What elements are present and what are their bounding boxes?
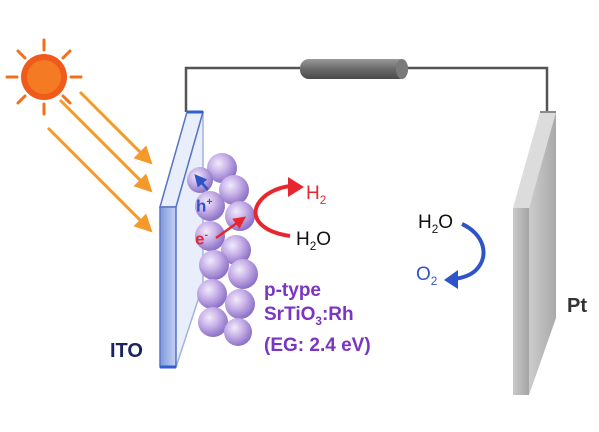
- particle-sphere: [207, 153, 237, 183]
- anode-water-label: H2O: [418, 212, 454, 236]
- electron-arrow: [215, 216, 247, 240]
- pt-label: Pt: [567, 295, 587, 317]
- oxygen-arrowhead: [444, 270, 458, 289]
- particle-sphere: [225, 201, 255, 231]
- particle-sphere: [221, 235, 251, 265]
- particle-sphere: [198, 307, 228, 337]
- circuit-wire-right: [408, 66, 549, 112]
- hole-arrow: [194, 174, 209, 191]
- particle-sphere: [195, 191, 225, 221]
- oxygen-product-label: O2: [416, 264, 438, 288]
- circuit-wire: [184, 66, 300, 112]
- sun-icon: [5, 38, 83, 116]
- hydrogen-evolution-arrow: [253, 184, 291, 238]
- oxygen-evolution-arrow: [453, 222, 486, 281]
- electron-label: e-: [195, 229, 208, 249]
- ito-label: ITO: [110, 340, 143, 362]
- particle-sphere: [219, 175, 249, 205]
- hydrogen-arrowhead: [288, 177, 304, 197]
- light-ray-arrow: [46, 90, 153, 233]
- pt-electrode: [513, 111, 556, 395]
- hydrogen-product-label: H2: [306, 183, 327, 207]
- resistor-icon: [300, 59, 408, 79]
- photocatalyst-label: p-type SrTiO3:Rh (EG: 2.4 eV): [264, 280, 371, 356]
- particle-sphere: [199, 250, 229, 280]
- particle-sphere: [224, 318, 252, 346]
- particle-sphere: [225, 289, 255, 319]
- cathode-water-label: H2O: [296, 229, 332, 253]
- particle-sphere: [195, 221, 225, 251]
- hole-label: h+: [196, 196, 213, 216]
- particle-sphere: [228, 259, 258, 289]
- particle-sphere: [197, 279, 227, 309]
